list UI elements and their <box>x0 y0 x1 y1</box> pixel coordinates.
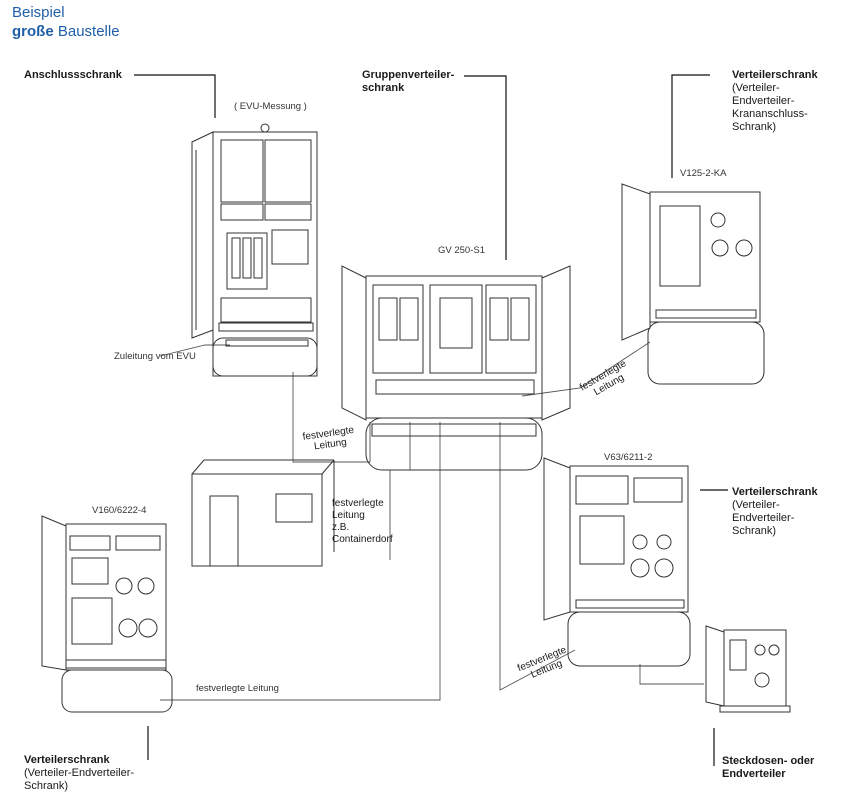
label-fest3-l4: Containerdorf <box>332 534 393 545</box>
label-vert-bot: Verteilerschrank (Verteiler-Endverteiler… <box>24 754 134 793</box>
label-gruppen-l1: Gruppenverteiler- <box>362 69 455 81</box>
label-anschluss-title: Anschlussschrank <box>24 69 122 81</box>
label-vert-top-l3: Krananschluss- <box>732 108 808 120</box>
cabinet-v160 <box>41 515 173 713</box>
cabinet-anschluss <box>191 123 318 377</box>
cabinet-v125 <box>621 183 765 385</box>
label-vert-mid-l3: Schrank) <box>732 525 777 537</box>
label-gv: GV 250-S1 <box>438 245 485 256</box>
label-fest3-l3: z.B. <box>332 522 350 533</box>
header-rest: Baustelle <box>57 23 120 40</box>
header-line1: Beispiel <box>12 4 65 21</box>
label-fest3-l1: festverlegte <box>332 498 384 509</box>
label-fest3-l2: Leitung <box>332 510 365 521</box>
label-v63: V63/6211-2 <box>604 452 653 463</box>
label-vert-bot-title: Verteilerschrank <box>24 754 110 766</box>
label-anschluss: Anschlussschrank <box>24 69 122 82</box>
container-building <box>191 459 335 567</box>
label-vert-mid-l2: Endverteiler- <box>732 512 795 524</box>
label-gruppen: Gruppenverteiler- schrank <box>362 69 454 95</box>
cable-lines <box>159 341 704 701</box>
cable-gv-v125 <box>521 341 651 397</box>
label-vert-top-l4: Schrank) <box>732 121 777 133</box>
label-zuleitung: Zuleitung vom EVU <box>114 351 196 362</box>
cabinet-gruppenverteiler <box>341 265 571 471</box>
leader-vert-top <box>671 74 710 178</box>
cabinet-v63 <box>543 457 691 667</box>
label-vert-mid-title: Verteilerschrank <box>732 486 818 498</box>
cable-anschluss-gv <box>292 372 371 463</box>
cable-gv-v160 <box>160 422 441 701</box>
label-vert-top-l2: Endverteiler- <box>732 95 795 107</box>
label-vert-mid-l1: (Verteiler- <box>732 499 780 511</box>
header-bold: große <box>12 23 54 40</box>
label-vert-bot-l2: Schrank) <box>24 780 69 792</box>
cabinet-steckdosen <box>705 625 791 713</box>
label-v125: V125-2-KA <box>680 168 727 179</box>
label-steck: Steckdosen- oder Endverteiler <box>722 755 814 781</box>
label-v160: V160/6222-4 <box>92 505 147 516</box>
label-steck-l1: Steckdosen- oder <box>722 755 815 767</box>
leader-gruppen <box>464 75 507 260</box>
label-vert-top-title: Verteilerschrank <box>732 69 818 81</box>
leader-lines <box>134 74 728 766</box>
header-line2: große Baustelle <box>12 23 120 40</box>
cable-gv-v63 <box>499 422 576 691</box>
cable-evu-zuleitung <box>159 344 230 357</box>
label-vert-top-l1: (Verteiler- <box>732 82 780 94</box>
cable-v63-steck <box>639 664 704 685</box>
label-fest3: festverlegte Leitung z.B. Containerdorf <box>332 498 393 546</box>
label-evu: ( EVU-Messung ) <box>234 101 307 112</box>
cable-gv-container <box>389 422 411 560</box>
label-vert-top: Verteilerschrank (Verteiler- Endverteile… <box>732 69 818 134</box>
label-vert-bot-l1: (Verteiler-Endverteiler- <box>24 767 135 779</box>
label-steck-l2: Endverteiler <box>722 768 786 780</box>
leader-anschluss <box>134 74 216 118</box>
label-vert-mid: Verteilerschrank (Verteiler- Endverteile… <box>732 486 818 538</box>
label-gruppen-l2: schrank <box>362 82 405 94</box>
label-fest4: festverlegte Leitung <box>196 683 279 694</box>
